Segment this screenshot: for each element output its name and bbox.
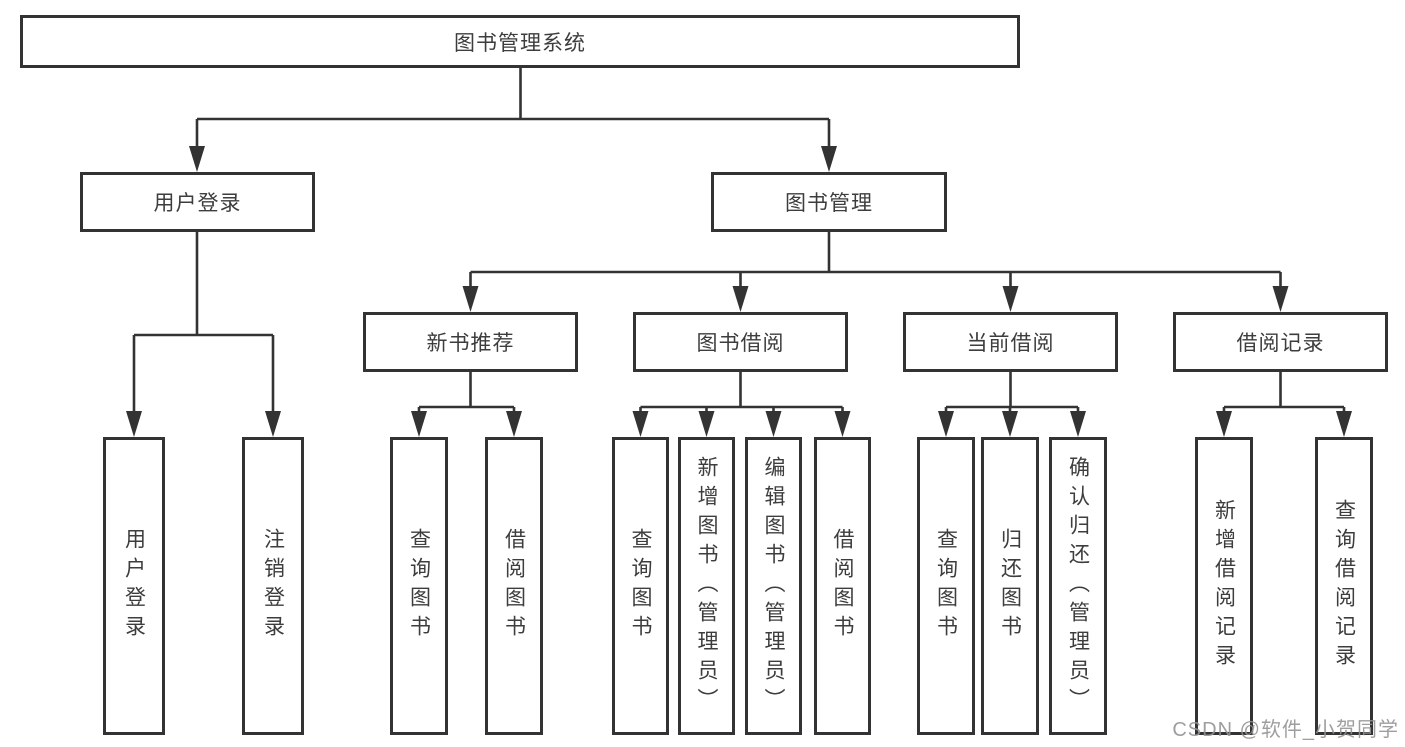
- leaf-label: 编辑图书（管理员）: [762, 455, 785, 717]
- leaf-user-login: 用户登录: [103, 437, 165, 735]
- leaf-edit-book-admin: 编辑图书（管理员）: [745, 437, 802, 735]
- node-current-borrow: 当前借阅: [903, 312, 1118, 372]
- leaf-newbook-borrow-books: 借阅图书: [485, 437, 543, 735]
- leaf-newbook-query-books: 查询图书: [390, 437, 448, 735]
- node-borrow-records: 借阅记录: [1173, 312, 1388, 372]
- node-root-library-management-system: 图书管理系统: [20, 15, 1020, 68]
- leaf-label: 查询图书: [934, 528, 958, 644]
- leaf-label: 借阅图书: [502, 528, 526, 644]
- node-label: 图书管理系统: [454, 31, 586, 55]
- node-label: 新书推荐: [426, 332, 515, 355]
- node-label: 用户登录: [153, 192, 242, 215]
- node-label: 借阅记录: [1236, 332, 1325, 355]
- node-label: 图书借阅: [696, 332, 785, 355]
- node-label: 当前借阅: [966, 332, 1055, 355]
- leaf-current-query-books: 查询图书: [917, 437, 975, 735]
- leaf-label: 注销登录: [261, 528, 285, 644]
- leaf-label: 归还图书: [998, 528, 1022, 644]
- leaf-label: 用户登录: [122, 528, 146, 644]
- leaf-add-borrow-record: 新增借阅记录: [1195, 437, 1253, 735]
- leaf-add-book-admin: 新增图书（管理员）: [678, 437, 735, 735]
- node-new-book-recommend: 新书推荐: [363, 312, 578, 372]
- leaf-borrow-query-books: 查询图书: [612, 437, 669, 735]
- leaf-logout: 注销登录: [242, 437, 304, 735]
- leaf-label: 确认归还（管理员）: [1066, 455, 1090, 717]
- leaf-label: 查询借阅记录: [1332, 499, 1356, 673]
- connector-paths: [132, 68, 1346, 427]
- arrowheads: [126, 146, 1352, 437]
- leaf-label: 新增借阅记录: [1212, 499, 1236, 673]
- leaf-label: 借阅图书: [831, 528, 854, 644]
- node-book-borrow: 图书借阅: [633, 312, 848, 372]
- leaf-borrow-borrow-books: 借阅图书: [814, 437, 871, 735]
- node-book-management: 图书管理: [711, 172, 947, 232]
- leaf-label: 查询图书: [629, 528, 652, 644]
- leaf-label: 新增图书（管理员）: [695, 455, 718, 717]
- leaf-return-books: 归还图书: [981, 437, 1039, 735]
- leaf-label: 查询图书: [407, 528, 431, 644]
- leaf-query-borrow-record: 查询借阅记录: [1315, 437, 1373, 735]
- leaf-confirm-return-admin: 确认归还（管理员）: [1049, 437, 1107, 735]
- node-label: 图书管理: [785, 192, 873, 215]
- node-user-login: 用户登录: [80, 172, 315, 232]
- csdn-watermark: CSDN @软件_小贺同学: [1172, 719, 1399, 741]
